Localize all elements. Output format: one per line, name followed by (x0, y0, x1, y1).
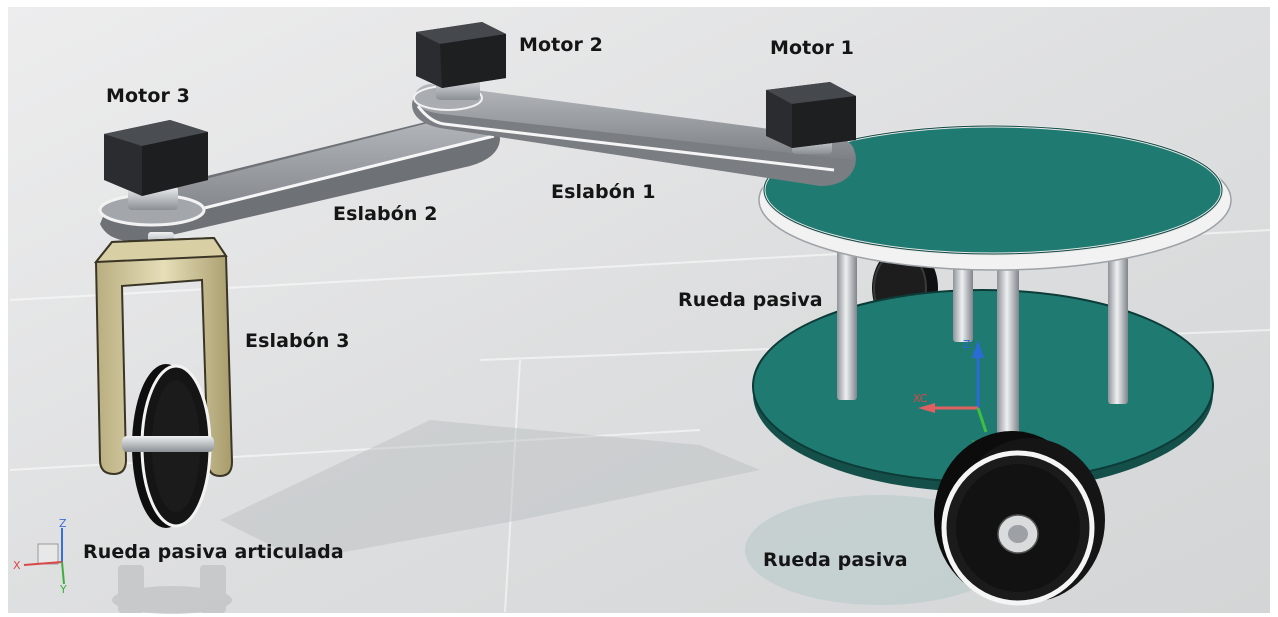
link-3-label: Eslabón 3 (245, 330, 350, 352)
lower-platform (752, 289, 1214, 492)
passive-wheel-bottom-label: Rueda pasiva (763, 549, 908, 571)
mobile-base: Z XC YC (752, 124, 1232, 606)
passive-wheel-front (934, 431, 1105, 606)
articulated-wheel-label: Rueda pasiva articulada (83, 541, 344, 563)
triad-z-label: Z (963, 338, 971, 351)
corner-y-label: Y (59, 583, 67, 596)
motor-2-label: Motor 2 (519, 34, 604, 56)
motor-2 (416, 22, 506, 100)
corner-x-label: X (13, 559, 21, 572)
corner-z-label: Z (59, 517, 67, 530)
motor-1-label: Motor 1 (770, 37, 855, 59)
triad-xc-label: XC (913, 392, 928, 405)
link-2-label: Eslabón 2 (333, 203, 438, 225)
link-1 (412, 84, 856, 186)
support-pillars (837, 238, 1128, 450)
motor-3 (104, 120, 208, 210)
motor-1 (766, 82, 856, 154)
floor-shadow (220, 420, 760, 560)
motor-3-label: Motor 3 (106, 85, 191, 107)
view-triad-icon: Z X Y (13, 517, 67, 596)
articulated-wheel (122, 364, 214, 528)
upper-platform (758, 124, 1232, 271)
link-1-label: Eslabón 1 (551, 181, 656, 203)
passive-wheel-top-label: Rueda pasiva (678, 289, 823, 311)
